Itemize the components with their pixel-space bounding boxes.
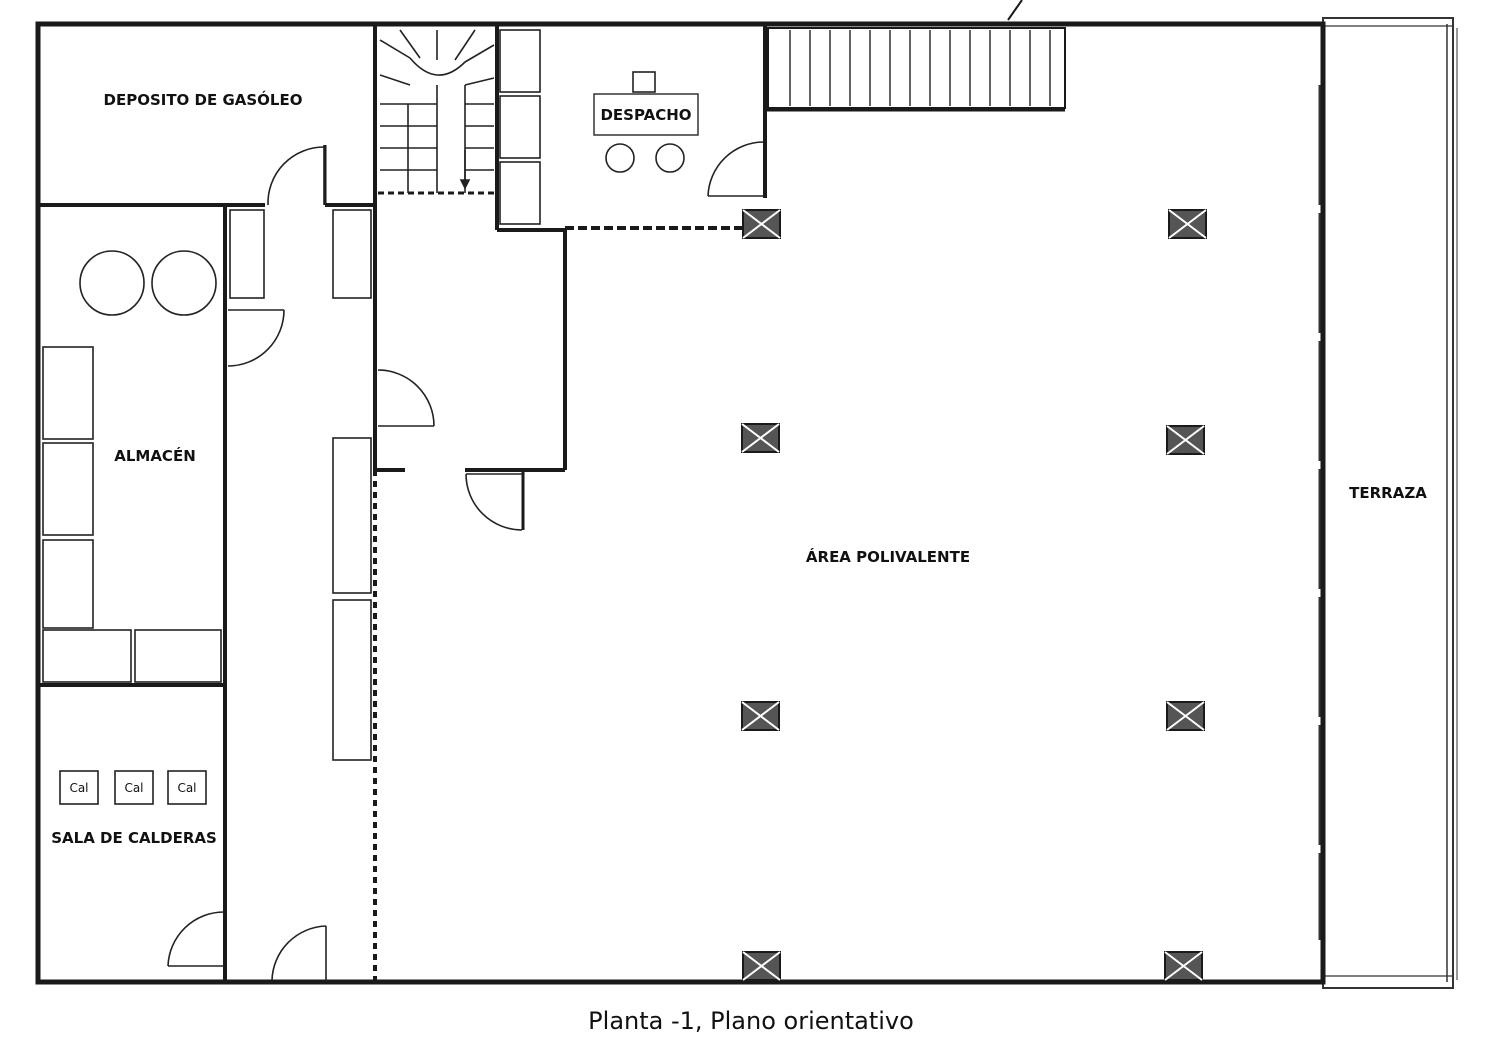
office-label-box (593, 93, 699, 136)
room-label-multipurpose: ÁREA POLIVALENTE (806, 547, 970, 566)
room-label-boiler-room: SALA DE CALDERAS (51, 829, 217, 847)
room-label-office: DESPACHO (600, 106, 691, 124)
plan-caption: Planta -1, Plano orientativo (588, 1007, 914, 1035)
boilers (59, 770, 207, 805)
staircase (379, 29, 495, 193)
terrace-area (1318, 17, 1458, 989)
boiler-label-3: Cal (177, 781, 196, 795)
outer-walls (35, 0, 1326, 985)
stair-ramp (767, 27, 1066, 109)
room-label-storage: ALMACÉN (114, 446, 196, 465)
boiler-label-2: Cal (124, 781, 143, 795)
room-label-terrace: TERRAZA (1349, 484, 1427, 502)
room-label-fuel-tank: DEPOSITO DE GASÓLEO (104, 90, 303, 109)
shelving (42, 29, 541, 761)
interior-walls (38, 24, 1065, 982)
boiler-label-1: Cal (69, 781, 88, 795)
office-furniture (605, 71, 685, 173)
columns (741, 209, 1207, 981)
doors (167, 141, 765, 982)
